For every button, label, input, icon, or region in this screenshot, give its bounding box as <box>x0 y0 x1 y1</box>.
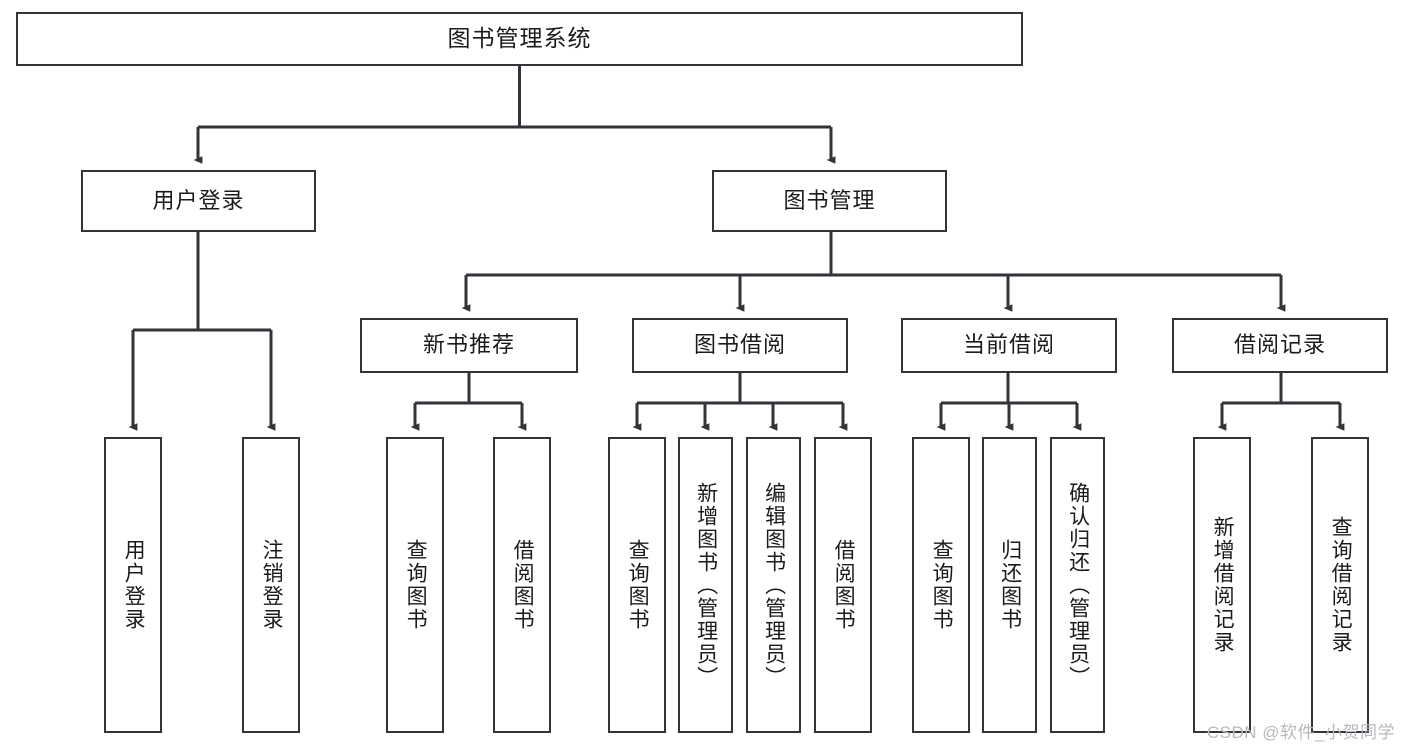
node-borrow-record[interactable]: 借阅记录 <box>1172 318 1388 373</box>
node-book-borrow[interactable]: 图书借阅 <box>632 318 848 373</box>
csdn-watermark: CSDN @软件_小贺同学 <box>1206 723 1395 742</box>
leaf-confirm-return-admin[interactable]: 确认归还（管理员） <box>1050 437 1105 733</box>
node-book-management[interactable]: 图书管理 <box>712 170 947 232</box>
leaf-return-book[interactable]: 归还图书 <box>982 437 1037 733</box>
leaf-edit-book-admin[interactable]: 编辑图书（管理员） <box>746 437 801 733</box>
node-user-login[interactable]: 用户登录 <box>81 170 316 232</box>
leaf-query-borrow-record[interactable]: 查询借阅记录 <box>1311 437 1369 733</box>
node-new-book-recommend[interactable]: 新书推荐 <box>360 318 578 373</box>
leaf-user-login[interactable]: 用户登录 <box>104 437 162 733</box>
node-current-borrow[interactable]: 当前借阅 <box>901 318 1117 373</box>
leaf-query-book-borrow[interactable]: 查询图书 <box>608 437 666 733</box>
leaf-add-book-admin[interactable]: 新增图书（管理员） <box>678 437 733 733</box>
leaf-borrow-book[interactable]: 借阅图书 <box>814 437 872 733</box>
leaf-query-book-recommend[interactable]: 查询图书 <box>386 437 444 733</box>
node-root-system[interactable]: 图书管理系统 <box>16 12 1023 66</box>
leaf-logout-login[interactable]: 注销登录 <box>242 437 300 733</box>
leaf-add-borrow-record[interactable]: 新增借阅记录 <box>1193 437 1251 733</box>
leaf-borrow-book-recommend[interactable]: 借阅图书 <box>493 437 551 733</box>
leaf-query-book-current[interactable]: 查询图书 <box>912 437 970 733</box>
